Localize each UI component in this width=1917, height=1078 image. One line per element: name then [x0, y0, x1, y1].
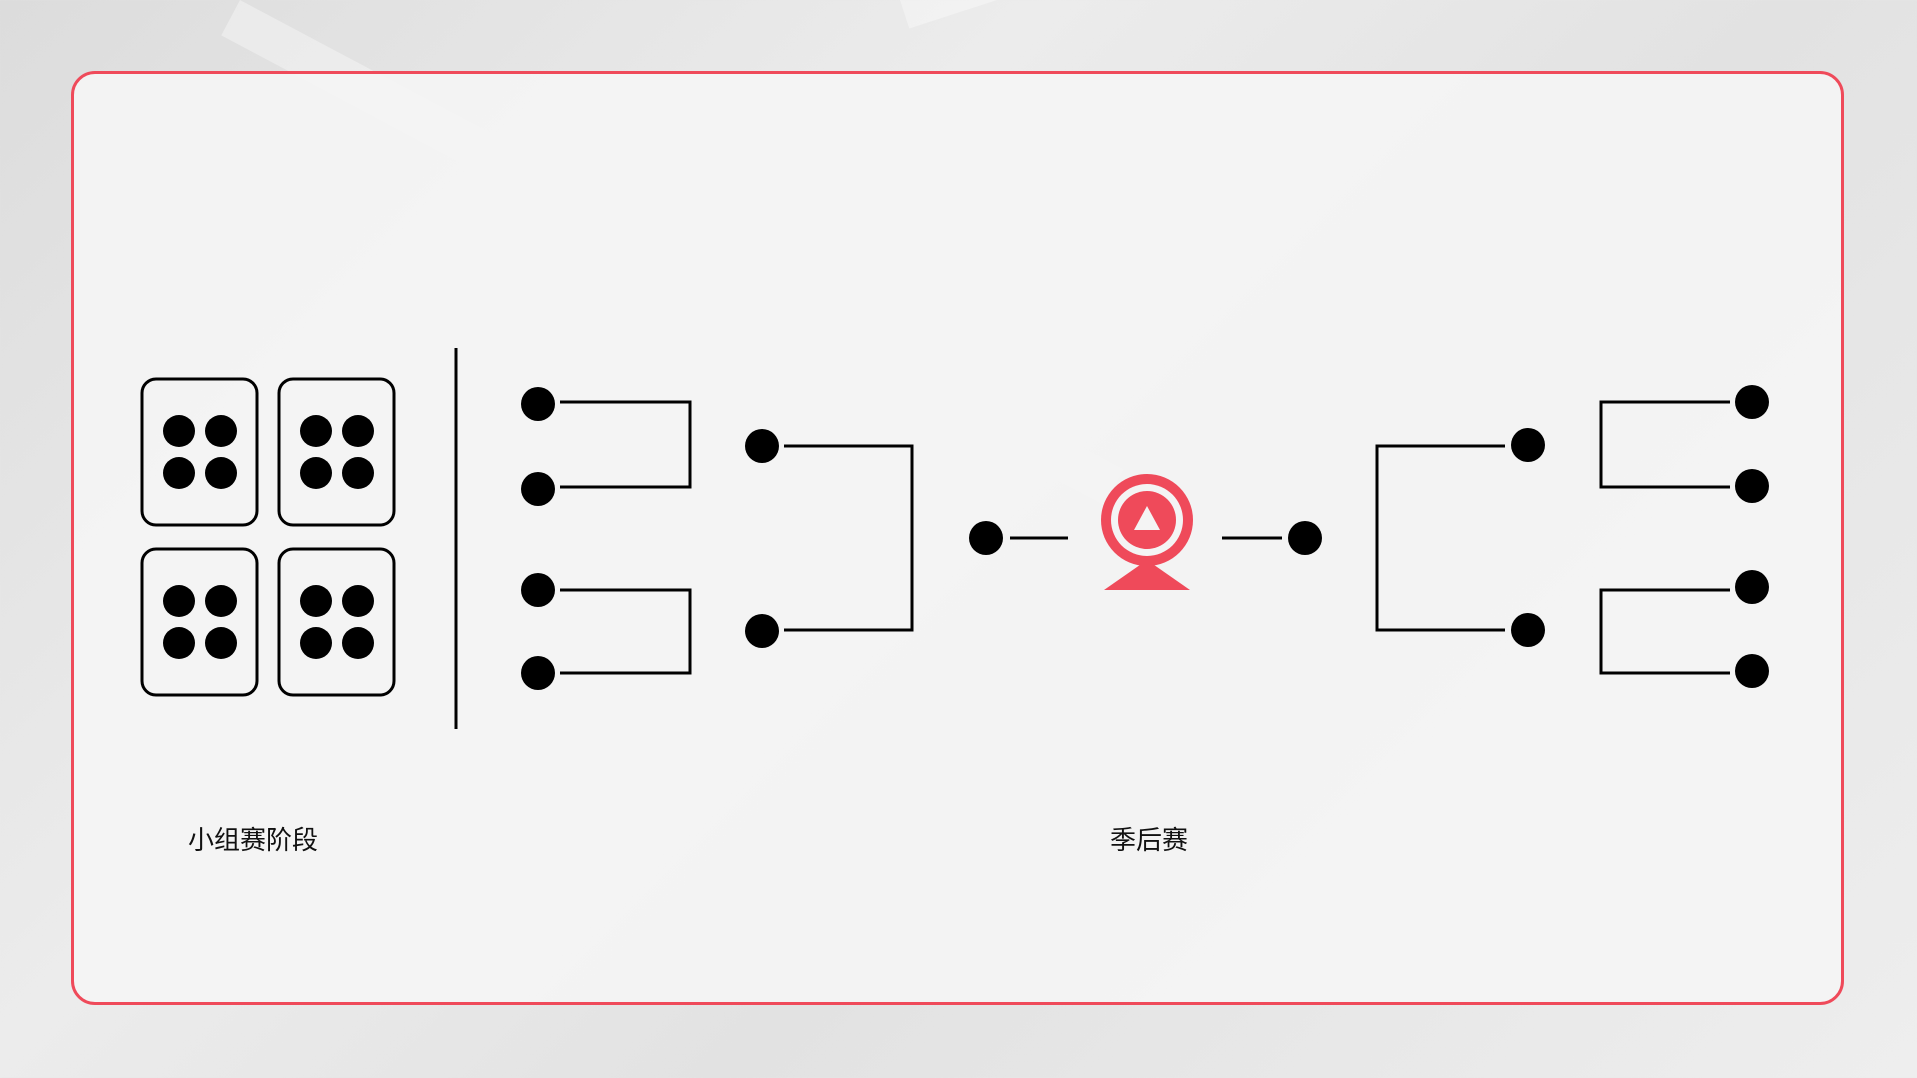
left-bracket-lines: [560, 400, 1068, 675]
group-cards: [140, 377, 396, 697]
right-bracket-nodes: [1288, 385, 1769, 688]
playoffs-label: 季后赛: [1110, 826, 1189, 856]
bracket-node: [1735, 570, 1769, 604]
diagram-frame: [71, 71, 1844, 1005]
group-card-icon: [277, 547, 396, 697]
bracket-node: [521, 656, 555, 690]
group-card-icon: [140, 547, 259, 697]
group-card-icon: [277, 377, 396, 527]
bracket-node: [745, 429, 779, 463]
group-card-icon: [140, 377, 259, 527]
group-card-dots: [163, 415, 374, 659]
bracket-node: [969, 521, 1003, 555]
bracket-node: [521, 387, 555, 421]
group-stage-label: 小组赛阶段: [188, 826, 319, 856]
trophy-icon: [1101, 474, 1193, 590]
bracket-node: [1511, 613, 1545, 647]
bracket-node: [521, 573, 555, 607]
bracket-node: [1735, 385, 1769, 419]
bracket-node: [1288, 521, 1322, 555]
left-bracket-nodes: [521, 387, 1003, 690]
bracket-node: [1735, 654, 1769, 688]
bracket-node: [1735, 469, 1769, 503]
bracket-node: [1511, 428, 1545, 462]
bracket-node: [521, 472, 555, 506]
bracket-node: [745, 614, 779, 648]
right-bracket-lines: [1222, 400, 1730, 675]
